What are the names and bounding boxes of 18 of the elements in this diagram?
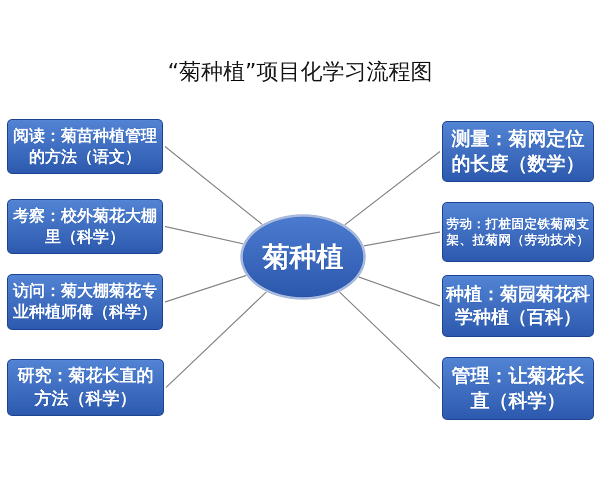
central-ellipse: 菊种植: [240, 214, 366, 300]
topic-box: 管理：让菊花长直（科学）: [442, 357, 594, 420]
topic-box: 访问：菊大棚菊花专业种植师傅（科学）: [7, 274, 163, 330]
connector-line: [164, 274, 246, 303]
topic-box: 考察：校外菊花大棚里（科学）: [7, 199, 163, 254]
title: “菊种植”项目化学习流程图: [166, 59, 434, 87]
topic-box: 劳动：打桩固定铁菊网支架、拉菊网（劳动技术）: [442, 202, 594, 262]
connector-line: [166, 292, 267, 388]
connector-line: [339, 292, 440, 389]
connector-line: [164, 226, 244, 244]
topic-box: 研究：菊花长直的方法（科学）: [7, 359, 164, 416]
connector-line: [358, 276, 440, 307]
topic-box: 阅读：菊苗种植管理的方法（语文）: [7, 119, 163, 174]
topic-box: 测量：菊网定位的长度（数学）: [442, 121, 594, 182]
topic-box: 种植：菊园菊花科学种植（百科）: [442, 275, 594, 337]
connector-line: [364, 231, 440, 246]
connector-line: [344, 151, 440, 226]
connector-line: [164, 146, 262, 225]
